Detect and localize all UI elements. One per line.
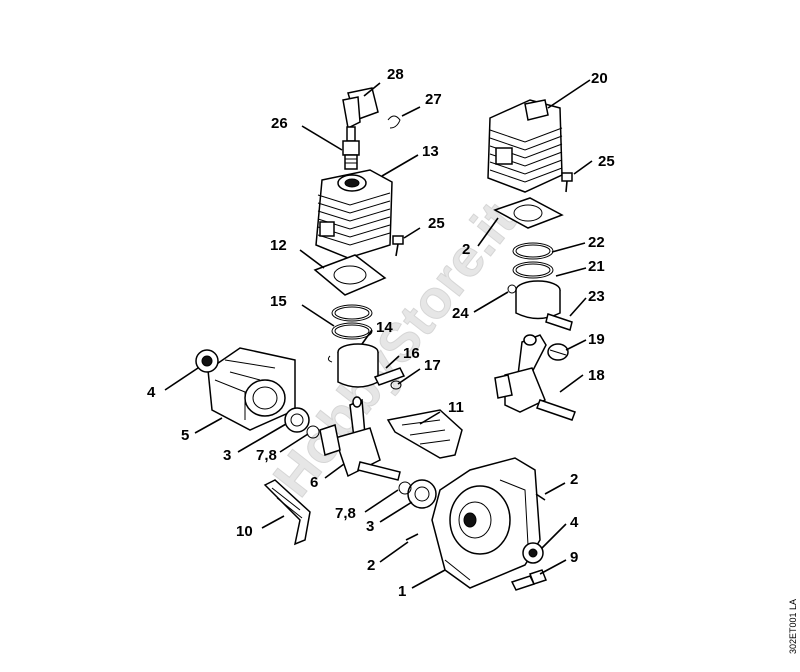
circlip-17: [390, 380, 402, 390]
label-16: 16: [403, 345, 420, 362]
piston-14-left: [327, 343, 379, 388]
label-28: 28: [387, 66, 404, 83]
label-1: 1: [398, 583, 406, 600]
cylinder-20: [487, 99, 563, 193]
label-2-bottom: 2: [367, 557, 375, 574]
crankshaft-6: [319, 396, 401, 481]
label-17: 17: [424, 357, 441, 374]
label-7-8-right: 7,8: [335, 505, 356, 522]
seal-4-left: [195, 349, 219, 373]
label-25-right: 25: [598, 153, 615, 170]
label-27: 27: [425, 91, 442, 108]
label-5: 5: [181, 427, 189, 444]
clip-27: [387, 115, 401, 129]
label-10: 10: [236, 523, 253, 540]
label-3-right: 3: [366, 518, 374, 535]
label-20: 20: [591, 70, 608, 87]
label-2-right: 2: [570, 471, 578, 488]
piston-rings-15-left: [331, 304, 373, 340]
label-14: 14: [376, 319, 393, 336]
cylinder-13: [315, 169, 393, 259]
label-12-left: 12: [270, 237, 287, 254]
label-25-left: 25: [428, 215, 445, 232]
label-11: 11: [448, 399, 464, 416]
spark-plug-26: [342, 126, 360, 170]
washer-7-8-right: [398, 481, 412, 495]
crankcase-1: [431, 457, 541, 589]
label-4-right: 4: [570, 514, 579, 531]
label-18: 18: [588, 367, 605, 384]
guide-plate-10: [263, 479, 311, 546]
label-26: 26: [271, 115, 288, 132]
label-19: 19: [588, 331, 605, 348]
crankcase-half-5: [207, 347, 296, 431]
piston-right: [507, 280, 561, 320]
seal-4-right: [522, 542, 544, 564]
washer-7-8-left: [306, 425, 320, 439]
label-15: 15: [270, 293, 287, 310]
gasket-12-left: [313, 254, 387, 296]
gasket-12-right: [493, 197, 564, 229]
screw-25-right: [561, 172, 573, 193]
label-3-left: 3: [223, 447, 231, 464]
label-4-left: 4: [147, 384, 156, 401]
label-7-8-left: 7,8: [256, 447, 277, 464]
label-6: 6: [310, 474, 318, 491]
dowel-2-b: [405, 533, 419, 541]
piston-pin-23: [545, 313, 573, 331]
label-22: 22: [588, 234, 605, 251]
piston-pin-16: [373, 367, 406, 386]
reference-code: 302ET001 LA: [788, 599, 798, 654]
label-23: 23: [588, 288, 605, 305]
leader-lines: [164, 79, 593, 589]
crankshaft-18: [494, 334, 576, 421]
spark-plug-boot-28: [342, 87, 379, 130]
label-9: 9: [570, 549, 578, 566]
dowel-2-a: [535, 493, 546, 501]
guide-plate-11: [386, 409, 463, 459]
label-2-top: 2: [462, 241, 470, 258]
bearing-3-left: [284, 407, 310, 433]
piston-rings-22-21: [512, 242, 554, 279]
label-21: 21: [588, 258, 605, 275]
bearing-3-right: [407, 479, 437, 509]
label-24: 24: [452, 305, 469, 322]
needle-bearing-19: [547, 343, 569, 361]
label-13: 13: [422, 143, 439, 160]
screw-25-left: [392, 235, 404, 257]
